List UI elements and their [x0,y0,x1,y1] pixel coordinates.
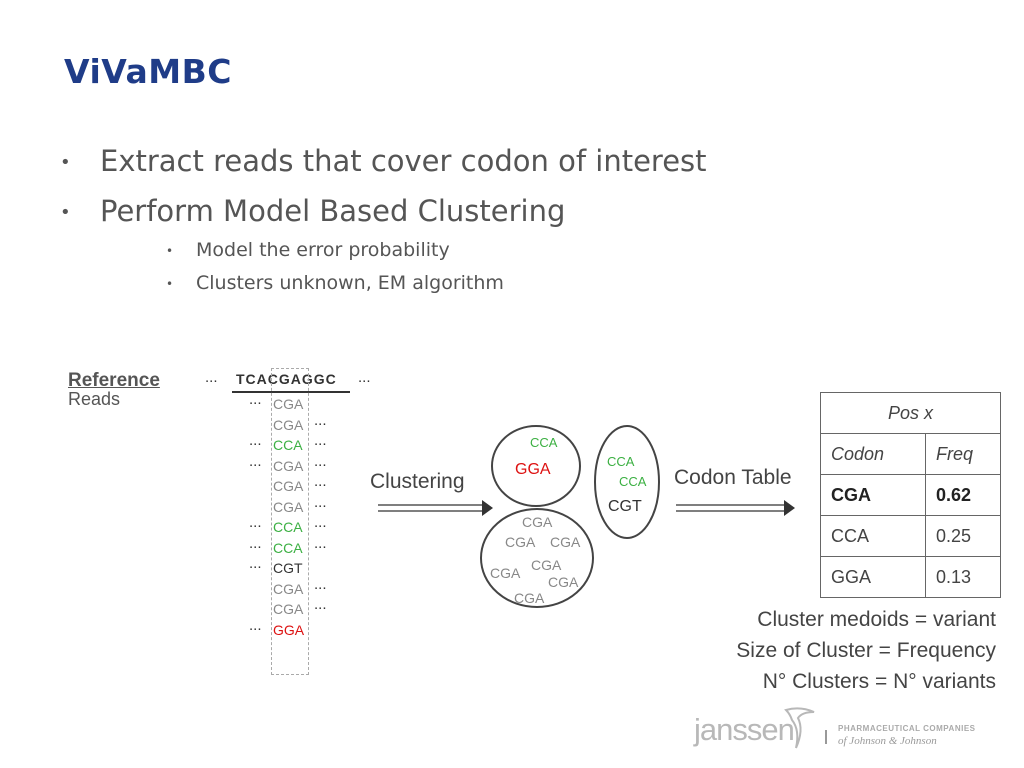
read-sequence: CGA [273,396,304,412]
ellipsis: ... [314,514,327,531]
bullet-text: Perform Model Based Clustering [100,194,566,228]
logo-subtitle: PHARMACEUTICAL COMPANIES [838,724,976,733]
ellipsis: ... [314,432,327,449]
note-count: N° Clusters = N° variants [762,670,996,693]
ellipsis: ... [314,473,327,490]
read-sequence: CGA [273,580,304,597]
read-sequence: CGA [273,601,304,617]
cluster-member-sequence: CCA [619,474,647,489]
column-header-freq: Freq [925,433,1001,475]
cluster-member-sequence: CGA [550,534,581,550]
reference-sequence: TCACGAGGC [236,371,337,387]
cluster-member-sequence: GGA [515,461,551,478]
ellipsis: ... [249,514,262,531]
cluster-member-sequence: CGA [505,534,536,550]
read-sequence: CCA [273,539,303,556]
sub-bullet-text: Clusters unknown, EM algorithm [196,272,504,294]
freq-cell: 0.13 [925,556,1001,598]
codon-cell: CCA [820,515,926,557]
table-row: GGA 0.13 [820,556,1001,598]
cluster-member-sequence: CGA [531,557,562,573]
reference-underline [232,391,350,393]
ellipsis: ... [314,493,327,511]
logo-signature: of Johnson & Johnson [838,735,937,747]
bullet-marker: • [166,244,174,258]
codon-table: Pos x Codon Freq CGA 0.62 CCA 0.25 GGA 0… [820,392,1001,598]
ellipsis: ... [314,596,327,613]
bullet-marker: • [166,277,174,291]
ellipsis: ... [314,411,327,429]
read-sequence: CGA [273,416,304,433]
read-sequence: GGA [273,621,305,638]
read-sequence: CGA [273,478,304,494]
cluster-member-sequence: CCA [530,435,558,450]
logo-figure-icon [784,707,815,749]
ellipsis: ... [314,575,327,593]
reads-label: Reads [68,389,121,409]
cluster-member-sequence: CGT [608,498,642,515]
ellipsis: ... [249,391,262,408]
freq-cell: 0.62 [925,474,1001,516]
table-row: CGA 0.62 [820,474,1001,516]
table-row: CCA 0.25 [820,515,1001,557]
codon-table-label: Codon Table [674,466,792,489]
clustering-arrow [378,500,493,516]
read-sequence: CCA [273,519,303,535]
column-header-codon: Codon [820,433,926,475]
ellipsis: ... [314,452,327,470]
sub-bullet-text: Model the error probability [196,239,450,261]
bullet-marker: • [60,152,71,173]
ellipsis: ... [358,369,371,386]
table-header-row: Pos x [820,392,1001,434]
ellipsis: ... [249,452,262,470]
cluster-member-sequence: CGA [522,514,553,530]
clustering-label: Clustering [370,470,465,493]
cluster-bottom [480,508,594,608]
cluster-right [594,425,660,539]
ellipsis: ... [314,534,327,552]
ellipsis: ... [249,616,262,634]
codon-table-arrow [676,500,795,516]
logo-wordmark: janssen [694,712,795,747]
codon-column-highlight [271,368,309,675]
cluster-member-sequence: CGA [514,590,545,606]
read-sequence: CGT [273,560,303,576]
table-column-row: Codon Freq [820,433,1001,475]
freq-cell: 0.25 [925,515,1001,557]
read-sequence: CCA [273,437,303,453]
ellipsis: ... [249,534,262,552]
cluster-member-sequence: CGA [490,565,521,581]
logo-separator [825,730,827,744]
bullet-marker: • [60,202,71,223]
read-sequence: CGA [273,498,304,515]
ellipsis: ... [249,555,262,572]
cluster-member-sequence: CCA [607,454,635,469]
page-title: ViVaMBC [64,52,232,91]
note-medoids: Cluster medoids = variant [757,608,996,631]
position-header: Pos x [820,392,1001,434]
ellipsis: ... [249,432,262,449]
bullet-text: Extract reads that cover codon of intere… [100,144,707,178]
codon-cell: CGA [820,474,926,516]
read-sequence: CGA [273,457,304,474]
reference-label: Reference [68,370,160,391]
codon-cell: GGA [820,556,926,598]
note-size: Size of Cluster = Frequency [736,639,996,662]
ellipsis: ... [205,369,218,386]
cluster-member-sequence: CGA [548,574,579,590]
cluster-top [491,425,581,507]
